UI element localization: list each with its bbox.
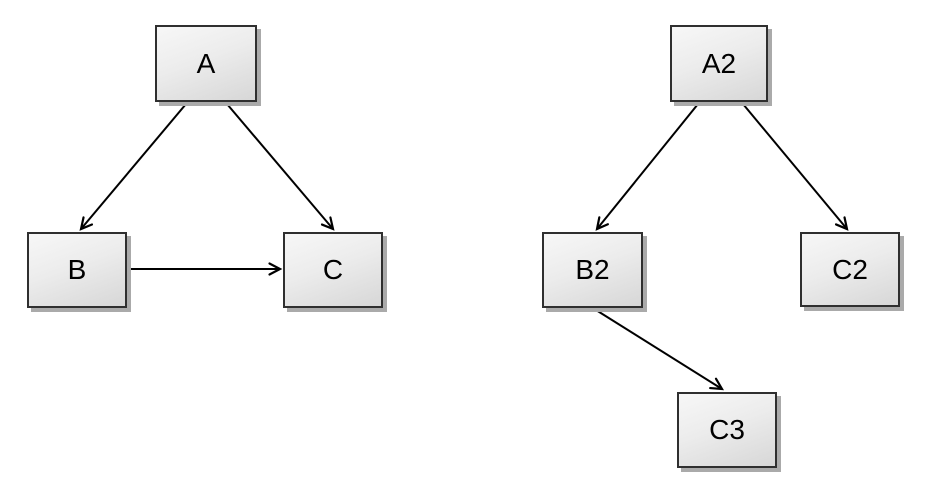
node-A2[interactable]: A2 [670,25,768,102]
edge-A-C [226,103,335,231]
node-C3[interactable]: C3 [677,392,777,468]
node-label-C: C [322,254,344,285]
node-C2[interactable]: C2 [800,232,900,307]
edge-A-B [79,103,187,231]
edge-A2-B2 [595,103,699,231]
node-label-B: B [67,254,87,285]
node-label-B2: B2 [575,254,610,285]
edge-line-B2-C3 [595,309,725,391]
node-label-C3: C3 [709,414,745,445]
node-label-A: A [196,47,216,79]
edge-B2-C3 [595,309,725,391]
node-A[interactable]: A [155,25,257,102]
node-C[interactable]: C [283,232,383,308]
edge-line-A-B [79,103,187,231]
node-label-A2: A2 [701,47,737,79]
node-B2[interactable]: B2 [542,232,643,308]
edge-line-A-C [226,103,335,231]
edge-A2-C2 [742,103,849,231]
node-B[interactable]: B [27,232,127,308]
edge-line-A2-C2 [742,103,849,231]
node-label-C2: C2 [832,253,868,285]
edge-line-A2-B2 [595,103,699,231]
